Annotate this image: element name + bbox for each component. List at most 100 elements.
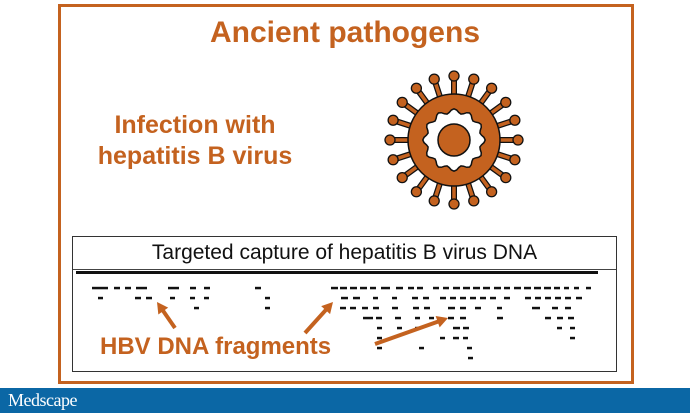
dna-fragment [565,306,571,310]
dna-fragment [468,356,473,360]
dna-fragment [146,296,152,300]
dna-fragment [460,316,466,320]
virus-spike-knob [387,114,399,126]
dna-fragment [265,306,270,310]
dna-fragment [545,316,551,320]
dna-fragment [453,336,459,340]
dna-fragment [554,286,560,290]
dna-fragment [504,296,510,300]
dna-fragment [570,336,575,340]
dna-fragment [470,296,476,300]
dna-fragment [373,296,378,300]
dna-fragment [340,306,346,310]
virus-spike-knob [396,171,408,184]
virus-spike-knob [509,154,521,166]
dna-fragment [350,306,356,310]
dna-fragment [370,286,376,290]
genome-line [76,271,598,274]
virus-spike-knob [410,82,423,94]
dna-fragment [423,296,429,300]
virus-spike-knob [384,134,396,146]
dna-fragment [480,296,486,300]
dna-fragment [443,286,449,290]
dna-fragment [535,296,541,300]
dna-fragment [204,296,209,300]
medscape-logo: Medscape [8,390,77,410]
dna-fragment [353,296,360,300]
dna-fragment [490,296,496,300]
dna-fragment [557,316,563,320]
dna-fragment [483,286,490,290]
dna-fragment [564,286,569,290]
dna-fragment [467,346,472,350]
infection-line-2: hepatitis B virus [97,142,293,170]
dna-fragment [453,286,460,290]
arrow-shaft [303,307,329,335]
virus-spike-knob [410,186,423,198]
dna-fragment [532,306,540,310]
dna-fragment [552,306,558,310]
dna-fragment [463,286,470,290]
dna-fragment [340,286,347,290]
arrow-head [321,302,333,315]
dna-fragment [576,296,582,300]
capture-panel: Targeted capture of hepatitis B virus DN… [72,236,617,372]
dna-fragment [135,296,141,300]
dna-fragment [453,326,460,330]
capture-title: Targeted capture of hepatitis B virus DN… [73,237,616,270]
dna-fragment [448,306,455,310]
dna-fragment [586,286,591,290]
dna-fragment [475,306,481,310]
dna-fragment [136,286,147,290]
dna-fragment [125,286,131,290]
dna-fragment [433,286,439,290]
virus-spike-knob [509,114,521,126]
dna-fragment [504,286,510,290]
dna-fragment [408,286,414,290]
dna-fragment [381,286,390,290]
dna-fragment [362,306,368,310]
dna-fragment [568,316,574,320]
virus-spike-knob [396,96,408,109]
dna-fragment [497,306,502,310]
dna-fragment [448,316,454,320]
dna-fragment [363,316,373,320]
dna-fragment [377,326,382,330]
dna-fragment [360,286,367,290]
dna-fragment [429,316,434,320]
dna-fragment [114,286,120,290]
dna-fragment [557,326,562,330]
dna-fragment [514,286,521,290]
arrow-head [435,316,448,328]
dna-fragment [377,336,382,340]
dna-fragment [460,306,466,310]
dna-fragment [92,286,108,290]
footer-bar: Medscape [0,388,690,413]
dna-fragment [473,286,480,290]
dna-fragment [204,286,210,290]
virus-icon [384,70,524,210]
dna-fragment [460,296,466,300]
dna-fragment [415,316,420,320]
dna-fragment [395,316,401,320]
arrow-shaft [160,308,177,330]
virus-spike-knob [428,73,440,85]
dna-fragment [190,286,196,290]
arrow-head [157,302,169,315]
virus-spike-knob [448,198,460,210]
infection-line-1: Infection with [114,111,276,139]
dna-fragment [376,316,382,320]
dna-fragment [265,296,270,300]
virus-spike-knob [448,70,460,82]
virus-spike-knob [468,73,480,85]
dna-fragment [544,286,551,290]
dna-fragment [331,286,338,290]
virus-spike-knob [387,154,399,166]
dna-fragment [463,326,469,330]
dna-fragment [194,306,199,310]
dna-fragment [450,296,456,300]
dna-fragment [168,286,179,290]
dna-fragment [440,296,446,300]
dna-fragment [98,296,103,300]
slide-frame [58,4,634,384]
